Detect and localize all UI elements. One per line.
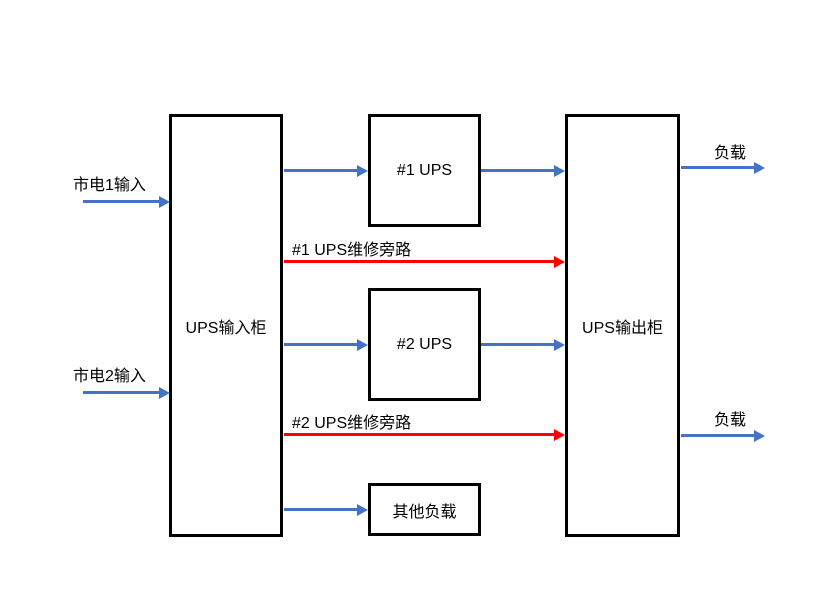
- output-cabinet-to-load1-arrow: [681, 166, 754, 169]
- other-load-label: 其他负载: [392, 503, 457, 521]
- ups2-maintenance-bypass-label: #2 UPS维修旁路: [292, 415, 412, 432]
- input-cabinet-to-ups2-arrow: [284, 343, 357, 346]
- load1-label: 负载: [714, 145, 747, 162]
- ups1-to-output-cabinet-arrow: [481, 169, 554, 172]
- ups-input-cabinet-label: UPS输入柜: [185, 319, 267, 337]
- ups1-maintenance-bypass-arrow: [284, 260, 554, 263]
- mains2-to-input-cabinet-arrow: [83, 391, 159, 394]
- load2-label: 负载: [714, 412, 747, 429]
- ups1-label: #1 UPS: [396, 161, 453, 179]
- ups-output-cabinet-label: UPS输出柜: [582, 319, 663, 337]
- input-cabinet-to-ups1-arrow: [284, 169, 357, 172]
- ups2-box: #2 UPS: [368, 288, 481, 401]
- ups-output-cabinet-box: UPS输出柜: [565, 114, 680, 537]
- output-cabinet-to-load2-arrow: [681, 434, 754, 437]
- input-cabinet-to-other-load-arrow: [284, 508, 357, 511]
- ups2-to-output-cabinet-arrow: [481, 343, 554, 346]
- ups1-maintenance-bypass-label: #1 UPS维修旁路: [292, 242, 412, 259]
- mains1-input-label: 市电1输入: [73, 177, 146, 194]
- other-load-box: 其他负载: [368, 483, 481, 536]
- ups1-box: #1 UPS: [368, 114, 481, 227]
- mains2-input-label: 市电2输入: [73, 368, 146, 385]
- mains1-to-input-cabinet-arrow: [83, 200, 159, 203]
- ups2-maintenance-bypass-arrow: [284, 433, 554, 436]
- ups-input-cabinet-box: UPS输入柜: [169, 114, 283, 537]
- ups2-label: #2 UPS: [396, 335, 453, 353]
